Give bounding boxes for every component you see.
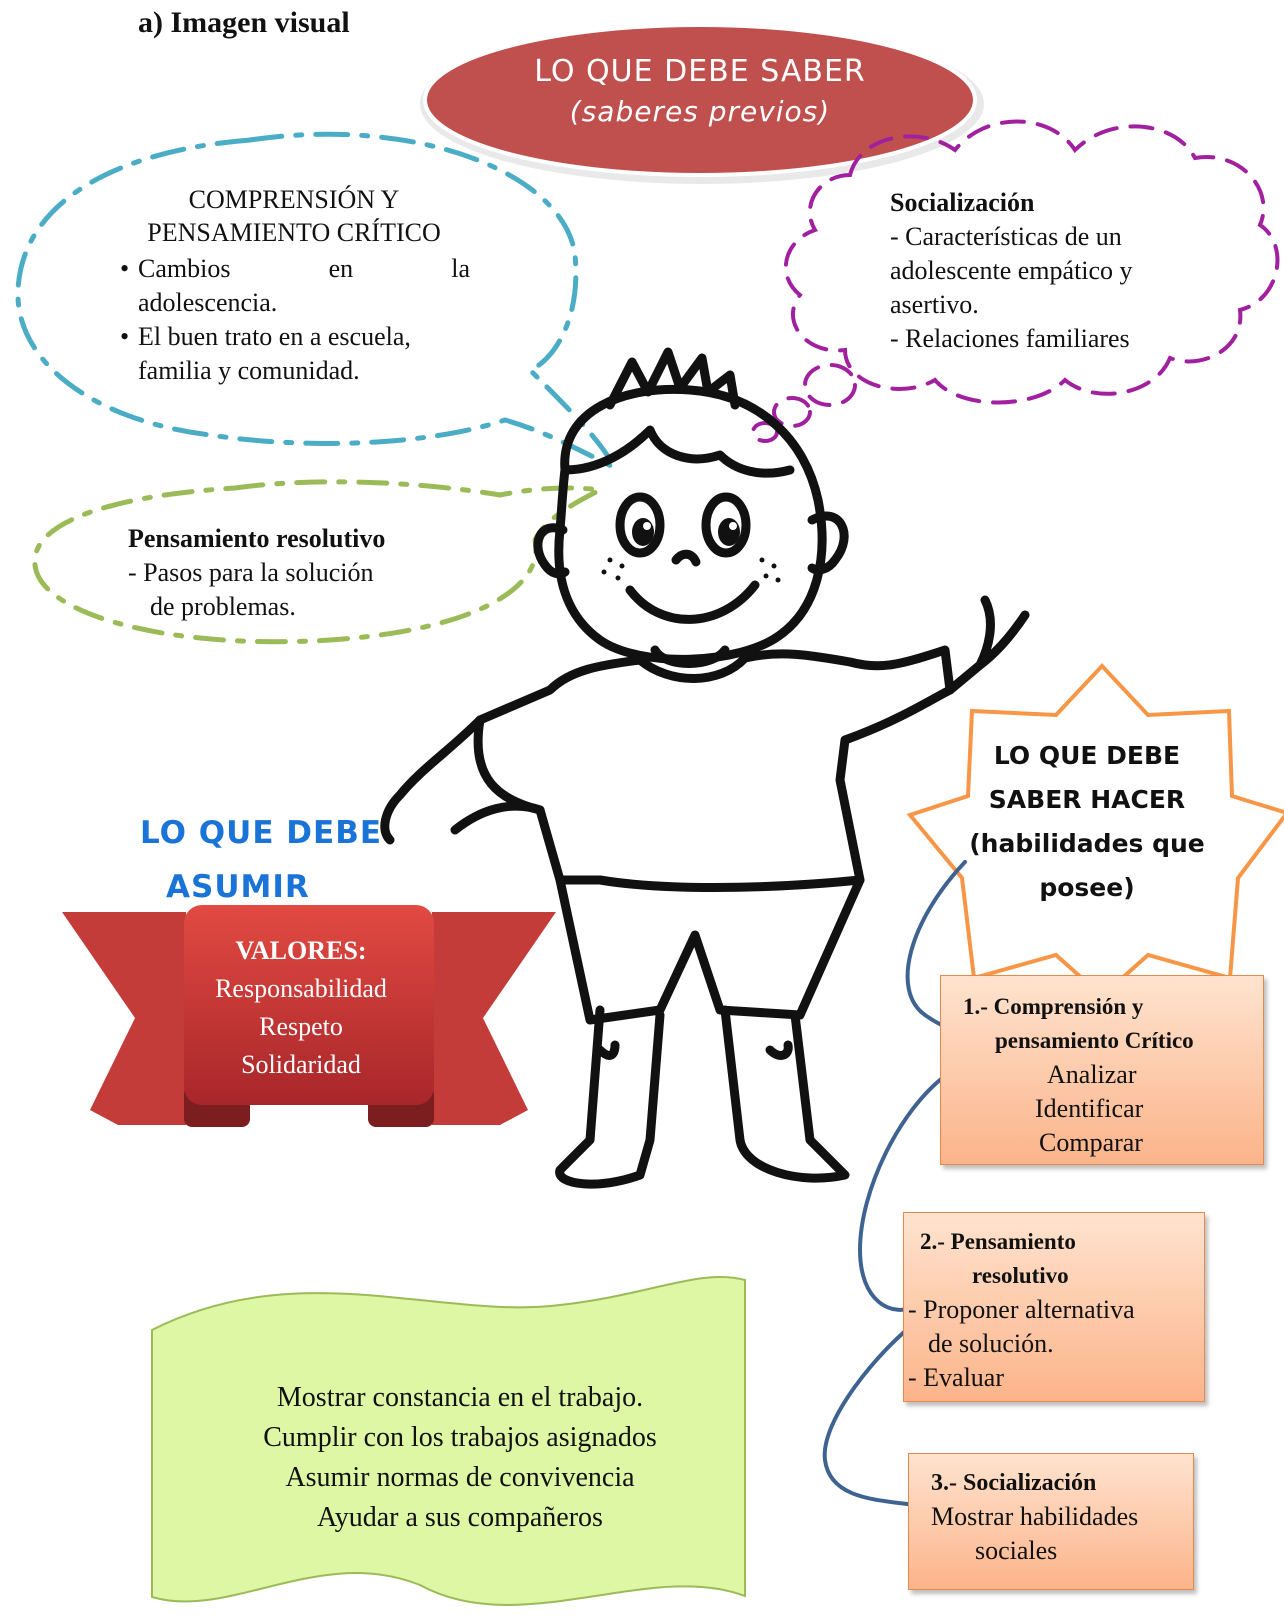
- habilidad-2-title: 2.- Pensamiento: [920, 1229, 1076, 1254]
- comprension-title-line1: COMPRENSIÓN Y: [188, 185, 400, 214]
- comprension-title: COMPRENSIÓN Y PENSAMIENTO CRÍTICO: [120, 183, 468, 249]
- saber-oval: [423, 23, 977, 177]
- actitud-item: Asumir normas de convivencia: [285, 1462, 635, 1493]
- comprension-bullet-line: familia y comunidad.: [138, 356, 360, 385]
- section-heading: a) Imagen visual: [138, 6, 350, 39]
- socializacion-line: - Relaciones familiares: [890, 324, 1130, 353]
- valores-title: VALORES:: [235, 936, 367, 965]
- valores-text: VALORES: Responsabilidad Respeto Solidar…: [186, 932, 416, 1084]
- boy-illustration: [380, 347, 1030, 1189]
- socializacion-title: Socialización: [890, 188, 1035, 217]
- saber-title-main: LO QUE DEBE SABER: [534, 54, 866, 89]
- actitudes-banner: [151, 1276, 746, 1606]
- hacer-title: LO QUE DEBE SABER HACER (habilidades que…: [962, 734, 1212, 910]
- comprension-word: Cambios: [138, 254, 231, 283]
- habilidad-box-3: 3.- Socialización Mostrar habilidades so…: [908, 1453, 1194, 1590]
- comprension-bullet-line: Cambios en la: [138, 252, 470, 286]
- habilidad-1-title: 1.- Comprensión y: [963, 994, 1144, 1019]
- comprension-list: Cambios en la adolescencia. El buen trat…: [120, 252, 470, 388]
- comprension-word: en: [328, 254, 354, 283]
- habilidad-box-1: 1.- Comprensión y pensamiento Crítico An…: [940, 975, 1264, 1165]
- hacer-title-line: posee): [1039, 873, 1135, 902]
- comprension-word: la: [451, 254, 470, 283]
- socializacion-line: asertivo.: [890, 290, 979, 319]
- habilidad-3-content: 3.- Socialización Mostrar habilidades so…: [909, 1454, 1193, 1568]
- socializacion-line: adolescente empático y: [890, 256, 1133, 285]
- habilidad-2-item: - Proponer alternativa: [908, 1295, 1135, 1324]
- actitud-item: Cumplir con los trabajos asignados: [263, 1422, 657, 1453]
- saber-subtitle: (saberes previos): [569, 94, 831, 128]
- asumir-title: LO QUE DEBE ASUMIR: [140, 806, 382, 914]
- comprension-bubble: [15, 131, 621, 474]
- socializacion-line: - Características de un: [890, 222, 1122, 251]
- actitudes-text: Mostrar constancia en el trabajo. Cumpli…: [200, 1378, 720, 1538]
- resolutivo-line: de problemas.: [150, 592, 296, 621]
- habilidad-3-item: Mostrar habilidades: [931, 1502, 1139, 1531]
- comprension-bullet: Cambios en la adolescencia.: [120, 252, 470, 320]
- asumir-title-line1: LO QUE DEBE: [140, 815, 383, 851]
- habilidad-3-item: sociales: [975, 1536, 1058, 1565]
- habilidad-2-item: de solución.: [928, 1329, 1054, 1358]
- comprension-bullet-line: El buen trato en a escuela,: [138, 322, 411, 351]
- valor-item: Solidaridad: [241, 1050, 361, 1079]
- comprension-bullet-line: adolescencia.: [138, 288, 278, 317]
- habilidad-2-item: - Evaluar: [908, 1363, 1005, 1392]
- valor-item: Respeto: [259, 1012, 343, 1041]
- valor-item: Responsabilidad: [215, 974, 387, 1003]
- habilidad-1-item: Comparar: [1039, 1128, 1143, 1157]
- resolutivo-bubble: [32, 479, 609, 645]
- socializacion-text: Socialización - Características de un ad…: [890, 186, 1210, 356]
- habilidad-1-content: 1.- Comprensión y pensamiento Crítico An…: [941, 976, 1263, 1160]
- habilidad-2-title: resolutivo: [972, 1263, 1069, 1288]
- boy-freckles: [601, 557, 781, 583]
- actitud-item: Mostrar constancia en el trabajo.: [276, 1382, 644, 1413]
- hacer-title-line: (habilidades que: [969, 829, 1205, 858]
- hacer-title-line: SABER HACER: [988, 785, 1186, 814]
- habilidad-3-title: 3.- Socialización: [931, 1470, 1097, 1496]
- habilidad-1-item: Identificar: [1035, 1094, 1144, 1123]
- resolutivo-line: - Pasos para la solución: [128, 558, 374, 587]
- hacer-title-line: LO QUE DEBE: [993, 741, 1181, 770]
- valores-ribbon: [62, 905, 556, 1127]
- habilidad-2-content: 2.- Pensamiento resolutivo - Proponer al…: [904, 1213, 1204, 1395]
- habilidad-box-2: 2.- Pensamiento resolutivo - Proponer al…: [903, 1212, 1205, 1402]
- actitud-item: Ayudar a sus compañeros: [317, 1502, 603, 1533]
- resolutivo-title: Pensamiento resolutivo: [128, 524, 386, 553]
- asumir-title-line2: ASUMIR: [166, 869, 310, 905]
- comprension-title-line2: PENSAMIENTO CRÍTICO: [147, 218, 441, 247]
- habilidad-1-title: pensamiento Crítico: [995, 1028, 1194, 1053]
- boy-eye-highlights: [643, 522, 737, 530]
- saber-title: LO QUE DEBE SABER (saberes previos): [430, 52, 970, 130]
- habilidad-1-item: Analizar: [1047, 1060, 1137, 1089]
- comprension-bullet: El buen trato en a escuela, familia y co…: [120, 320, 470, 388]
- resolutivo-text: Pensamiento resolutivo - Pasos para la s…: [128, 522, 448, 624]
